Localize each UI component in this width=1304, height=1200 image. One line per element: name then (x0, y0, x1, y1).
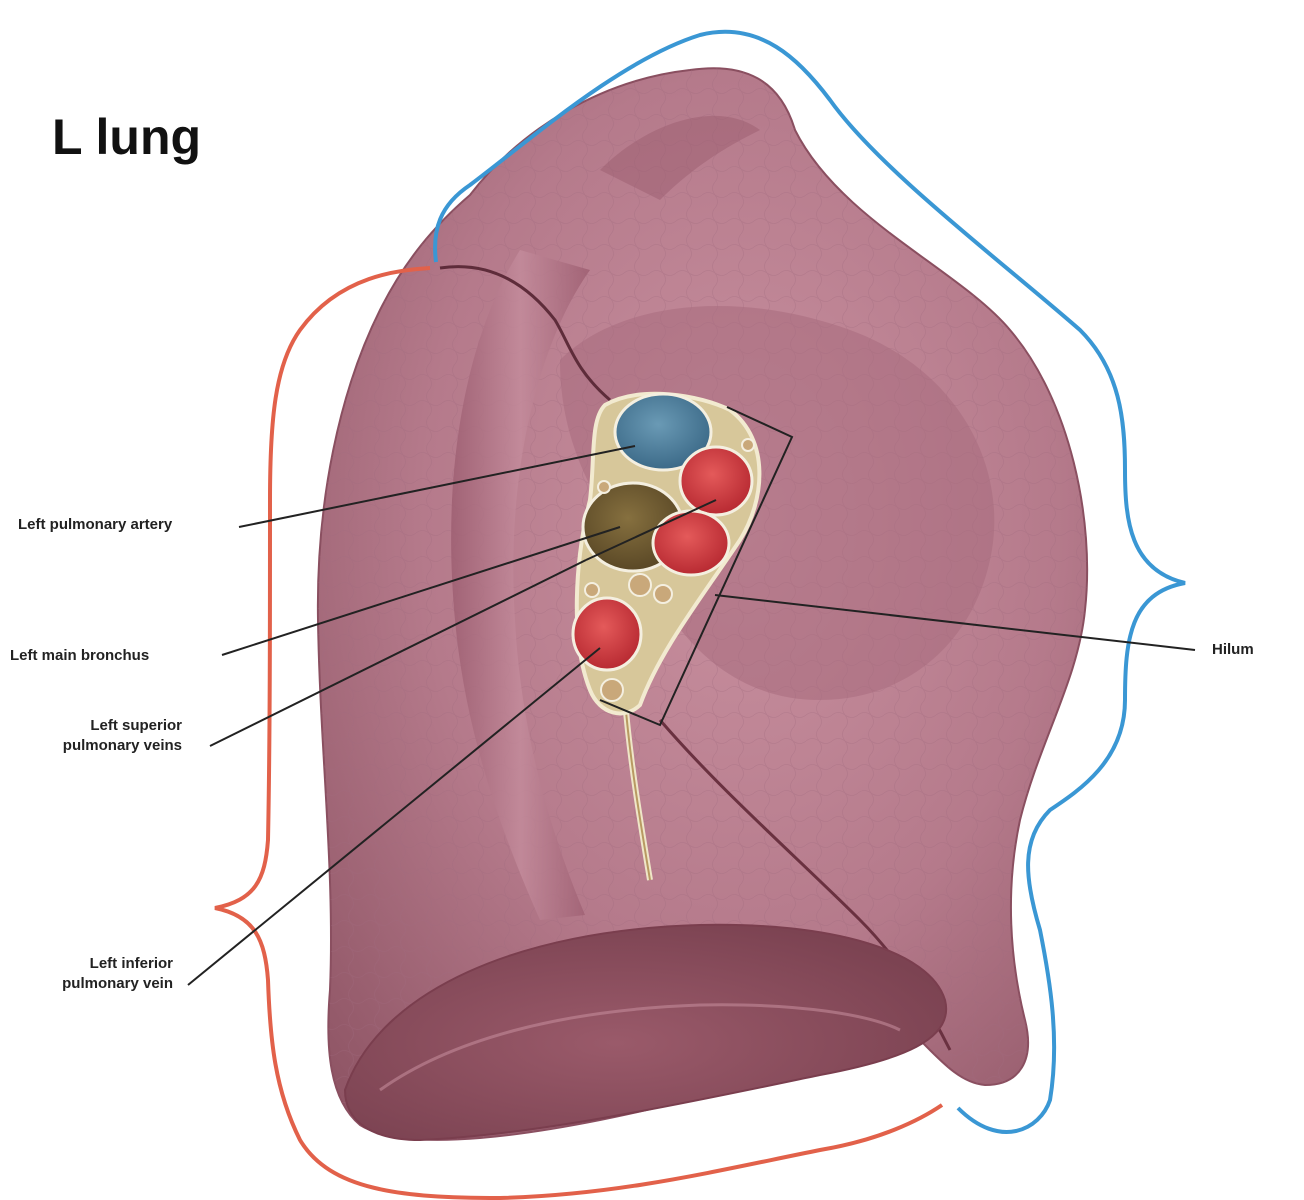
label-line-2: pulmonary vein (62, 975, 173, 992)
label-line-1: Left inferior (89, 955, 173, 972)
diagram-title: L lung (52, 109, 202, 165)
label-text: Left main bronchus (10, 647, 150, 664)
label-left-main-bronchus: Left main bronchus (10, 646, 149, 666)
label-left-pulmonary-artery: Left pulmonary artery (18, 515, 172, 535)
superior-vein-section-1 (678, 445, 754, 517)
leader-main-bronchus (221, 526, 621, 656)
leader-pulmonary-artery (238, 445, 636, 528)
hilum-box (599, 406, 794, 727)
label-hilum: Hilum (1212, 640, 1254, 660)
lower-lobe-bracket (214, 266, 944, 1200)
leader-lines (187, 445, 1196, 986)
label-line-2: pulmonary veins (62, 737, 182, 754)
label-text: Left pulmonary artery (18, 516, 173, 533)
leader-superior-veins-a (209, 559, 587, 747)
label-left-superior-pulmonary-veins: Left superior pulmonary veins (26, 716, 182, 756)
lung-illustration (316, 67, 1089, 1142)
leader-inferior-vein (187, 647, 601, 986)
label-text: Hilum (1212, 641, 1254, 658)
leader-hilum (714, 594, 1196, 651)
pulmonary-artery-section (613, 392, 713, 472)
label-left-inferior-pulmonary-vein: Left inferior pulmonary vein (18, 954, 173, 994)
upper-lobe-bracket (433, 29, 1186, 1134)
label-line-1: Left superior (90, 717, 182, 734)
inferior-vein-section (571, 596, 643, 672)
leader-superior-veins-b (585, 499, 717, 561)
superior-vein-section-2 (651, 509, 731, 577)
